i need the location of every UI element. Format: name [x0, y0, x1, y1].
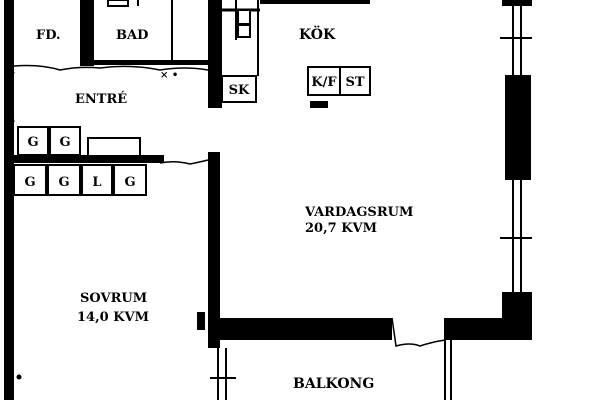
- wardrobe-lower-1-label: G: [24, 175, 35, 190]
- entre-left-boundary: [6, 71, 15, 123]
- wardrobe-lower-1: [13, 164, 47, 196]
- kf-unit: K/F: [307, 66, 341, 96]
- right-upper-wall: [502, 0, 532, 6]
- balcony-threshold: [391, 317, 446, 347]
- wardrobe-upper-2-label: G: [59, 135, 70, 150]
- bad-right-wall: [208, 0, 222, 108]
- wardrobe-lower-2: [47, 164, 81, 196]
- wardrobe-lower-3-label: L: [92, 175, 101, 190]
- wardrobe-upper-2: [49, 126, 81, 156]
- kitchen-cupboard: [237, 9, 251, 25]
- sk-cabinet: SK: [221, 75, 257, 103]
- wardrobe-lower-4-label: G: [124, 175, 135, 190]
- wardrobe-lower-4: [113, 164, 147, 196]
- kitchen-cupboard: [237, 24, 251, 38]
- sk-box: [221, 75, 257, 103]
- room-labels: FD. BAD KÖK ENTRÉ VARDAGSRUM 20,7 KVM SO…: [36, 24, 413, 392]
- bath-fixture: [107, 0, 129, 7]
- room-label-sovrum: SOVRUM: [80, 291, 147, 306]
- thin-lines: × •: [6, 0, 532, 400]
- kf-label: K/F: [311, 75, 337, 90]
- bedroom-dot: [16, 374, 22, 380]
- entre-shelf: [87, 137, 141, 157]
- walls: [4, 0, 532, 400]
- wardrobe-upper-1: [17, 126, 49, 156]
- wardrobe-lower-2-label: G: [58, 175, 69, 190]
- fd-bad-divider-wall: [80, 0, 94, 66]
- room-label-vardagsrum: VARDAGSRUM: [304, 205, 413, 220]
- st-box: [339, 66, 371, 96]
- room-area-sovrum: 14,0 KVM: [77, 310, 149, 325]
- entre-lower-boundary: [159, 159, 209, 165]
- left-exterior-wall: [4, 0, 14, 400]
- sk-label: SK: [229, 83, 250, 98]
- room-label-balkong: BALKONG: [293, 376, 374, 392]
- right-window-pier: [505, 75, 531, 180]
- stove-vent: [310, 101, 328, 108]
- wardrobes-lower: G G L G: [13, 164, 147, 196]
- wardrobes-upper: G G: [17, 126, 81, 156]
- room-label-kok: KÖK: [299, 24, 336, 43]
- room-label-fd: FD.: [36, 28, 61, 43]
- bedroom-living-divider: [208, 152, 220, 348]
- balcony-wall-left: [208, 318, 392, 340]
- wardrobe-lower-3: [81, 164, 113, 196]
- room-label-bad: BAD: [116, 28, 148, 43]
- entre-bottom-wall: [14, 155, 164, 163]
- wardrobe-upper-1-label: G: [27, 135, 38, 150]
- room-area-vardagsrum: 20,7 KVM: [305, 221, 377, 236]
- st-label: ST: [345, 75, 364, 90]
- entre-upper-boundary: [13, 64, 209, 71]
- top-wall-segment: [260, 0, 370, 4]
- st-unit: ST: [339, 66, 371, 96]
- bath-markers: × •: [160, 70, 178, 81]
- door-stop-marker: [197, 312, 205, 330]
- room-label-entre: ENTRÉ: [75, 91, 127, 107]
- balcony-wall-right: [445, 318, 532, 340]
- bathroom-bottom-wall: [94, 60, 208, 65]
